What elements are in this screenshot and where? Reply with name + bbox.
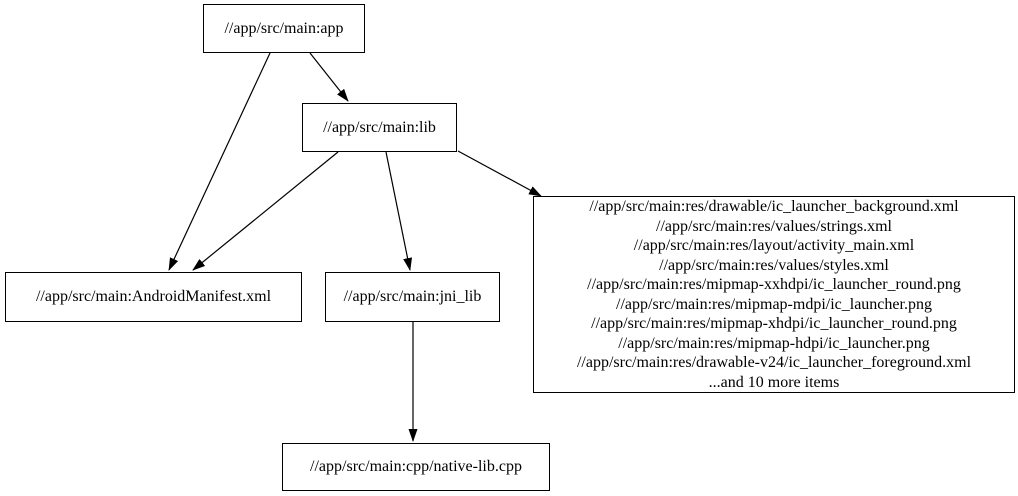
resource-line: //app/src/main:res/mipmap-xxhdpi/ic_laun… [587,276,961,293]
resource-line: //app/src/main:res/mipmap-hdpi/ic_launch… [618,334,930,352]
edge-lib-to-res-group [457,150,542,197]
node-jni-lib: //app/src/main:jni_lib [325,272,500,322]
node-lib-label: //app/src/main:lib [323,118,436,136]
edge-app-to-lib [309,52,349,102]
edge-lib-to-jni-lib [385,151,413,271]
node-app-label: //app/src/main:app [224,19,344,37]
resource-line: //app/src/main:res/values/strings.xml [656,217,892,235]
node-app: //app/src/main:app [203,4,365,53]
node-native-lib-cpp: //app/src/main:cpp/native-lib.cpp [282,443,550,491]
resource-line: //app/src/main:res/mipmap-mdpi/ic_launch… [616,295,932,313]
resource-line: //app/src/main:res/drawable-v24/ic_launc… [576,354,972,371]
resource-more-items: ...and 10 more items [708,373,840,391]
node-resource-group: //app/src/main:res/drawable/ic_launcher_… [533,196,1015,393]
resource-line: //app/src/main:res/layout/activity_main.… [633,237,915,254]
edge-app-to-manifest [168,52,271,271]
node-jni-lib-label: //app/src/main:jni_lib [343,288,482,305]
node-android-manifest-label: //app/src/main:AndroidManifest.xml [35,288,272,305]
resource-line: //app/src/main:res/values/styles.xml [659,256,889,274]
resource-line: //app/src/main:res/mipmap-xhdpi/ic_launc… [591,315,957,332]
node-lib: //app/src/main:lib [302,103,457,152]
resource-line: //app/src/main:res/drawable/ic_launcher_… [589,198,959,215]
edge-lib-to-manifest [192,151,339,271]
node-android-manifest: //app/src/main:AndroidManifest.xml [5,272,302,322]
node-native-lib-cpp-label: //app/src/main:cpp/native-lib.cpp [310,458,522,475]
